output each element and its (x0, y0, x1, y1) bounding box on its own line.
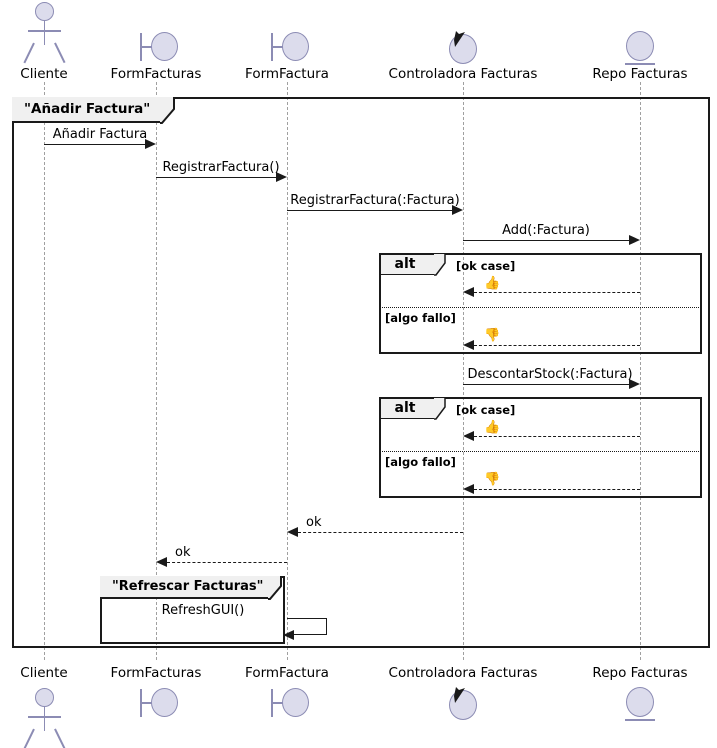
alt-block-1 (379, 253, 702, 354)
frame-tab-notch (160, 97, 175, 124)
thumbs-down-icon: 👎 (484, 328, 501, 343)
alt-block-2-tab-notch (434, 398, 446, 420)
thumbs-up-icon: 👍 (484, 420, 501, 435)
message-arrowhead-alt1-ok-return (463, 287, 474, 297)
message-line-registrarfactura (156, 177, 276, 178)
message-line-add-factura (463, 240, 629, 241)
alt-block-2-divider (380, 451, 701, 452)
self-message-label-refreshgui: RefreshGUI() (161, 603, 245, 618)
message-line-registrarfactura-factura (287, 210, 452, 211)
alt-block-1-guard-fail: [algo fallo] (385, 311, 456, 325)
message-arrowhead-descontarstock (629, 379, 640, 389)
message-label-registrarfactura: RegistrarFactura() (162, 160, 280, 175)
message-label-anadir-factura: Añadir Factura (52, 127, 148, 142)
control-icon (446, 686, 480, 720)
alt-block-2-keyword: alt (380, 398, 436, 419)
message-line-anadir-factura (44, 144, 145, 145)
frame-label-refrescar-facturas: "Refrescar Facturas" (100, 576, 270, 599)
message-line-alt2-fail-return (474, 489, 640, 490)
actor-stick-figure-icon (21, 688, 67, 748)
message-line-ok-formfactura-to-formfacturas (167, 562, 287, 563)
message-line-ok-controladora-to-formfactura (298, 532, 463, 533)
message-label-registrarfactura-factura: RegistrarFactura(:Factura) (290, 193, 460, 208)
message-line-alt2-ok-return (474, 436, 640, 437)
nested-frame-tab-notch (268, 576, 282, 600)
self-message-arrowhead-refreshgui (283, 630, 294, 640)
lifeline-cliente (44, 82, 45, 660)
message-label-descontarstock: DescontarStock(:Factura) (467, 367, 633, 382)
participant-label-controladora-facturas: Controladora Facturas (388, 66, 538, 82)
boundary-icon (133, 31, 179, 63)
message-arrowhead-ok-formfactura-to-formfacturas (156, 557, 167, 567)
participant-label-formfactura: FormFactura (245, 66, 329, 82)
participant-label-formfacturas: FormFacturas (110, 66, 202, 82)
thumbs-up-icon: 👍 (484, 276, 501, 291)
boundary-icon (264, 687, 310, 719)
message-arrowhead-alt1-fail-return (463, 340, 474, 350)
lifeline-formfactura (287, 82, 288, 660)
participant-label-bottom-controladora-facturas: Controladora Facturas (388, 665, 538, 681)
message-line-alt1-fail-return (474, 345, 640, 346)
alt-block-2-guard-fail: [algo fallo] (385, 455, 456, 469)
message-label-ok-controladora-to-formfactura: ok (306, 515, 322, 530)
message-line-alt1-ok-return (474, 292, 640, 293)
frame-anadir-factura (12, 97, 710, 648)
alt-block-1-guard-ok: [ok case] (456, 259, 516, 273)
thumbs-down-icon: 👎 (484, 472, 501, 487)
message-arrowhead-anadir-factura (145, 139, 156, 149)
alt-block-2-guard-ok: [ok case] (456, 403, 516, 417)
alt-block-1-tab-notch (434, 254, 446, 276)
message-label-ok-formfactura-to-formfacturas: ok (175, 545, 191, 560)
entity-icon (623, 31, 657, 67)
alt-block-2 (379, 397, 702, 498)
control-icon (446, 30, 480, 64)
participant-label-bottom-formfacturas: FormFacturas (110, 665, 202, 681)
message-line-descontarstock (463, 384, 629, 385)
actor-stick-figure-icon (21, 2, 67, 64)
message-label-add-factura: Add(:Factura) (502, 223, 590, 238)
message-arrowhead-registrarfactura-factura (452, 205, 463, 215)
message-arrowhead-registrarfactura (276, 172, 287, 182)
boundary-icon (264, 31, 310, 63)
lifeline-formfacturas (156, 82, 157, 660)
participant-label-bottom-repo-facturas: Repo Facturas (592, 665, 688, 681)
message-arrowhead-add-factura (629, 235, 640, 245)
message-arrowhead-alt2-ok-return (463, 431, 474, 441)
participant-label-repo-facturas: Repo Facturas (592, 66, 688, 82)
participant-label-cliente: Cliente (20, 66, 68, 82)
message-arrowhead-ok-controladora-to-formfactura (287, 527, 298, 537)
lifeline-repo-facturas (640, 82, 641, 660)
lifeline-controladora-facturas (463, 82, 464, 660)
alt-block-1-keyword: alt (380, 254, 436, 275)
self-message-loop-refreshgui (287, 618, 327, 635)
entity-icon (623, 687, 657, 723)
alt-block-1-divider (380, 307, 701, 308)
participant-label-bottom-cliente: Cliente (20, 665, 68, 681)
message-arrowhead-alt2-fail-return (463, 484, 474, 494)
frame-label-anadir-factura: "Añadir Factura" (12, 97, 162, 123)
boundary-icon (133, 687, 179, 719)
participant-label-bottom-formfactura: FormFactura (245, 665, 329, 681)
